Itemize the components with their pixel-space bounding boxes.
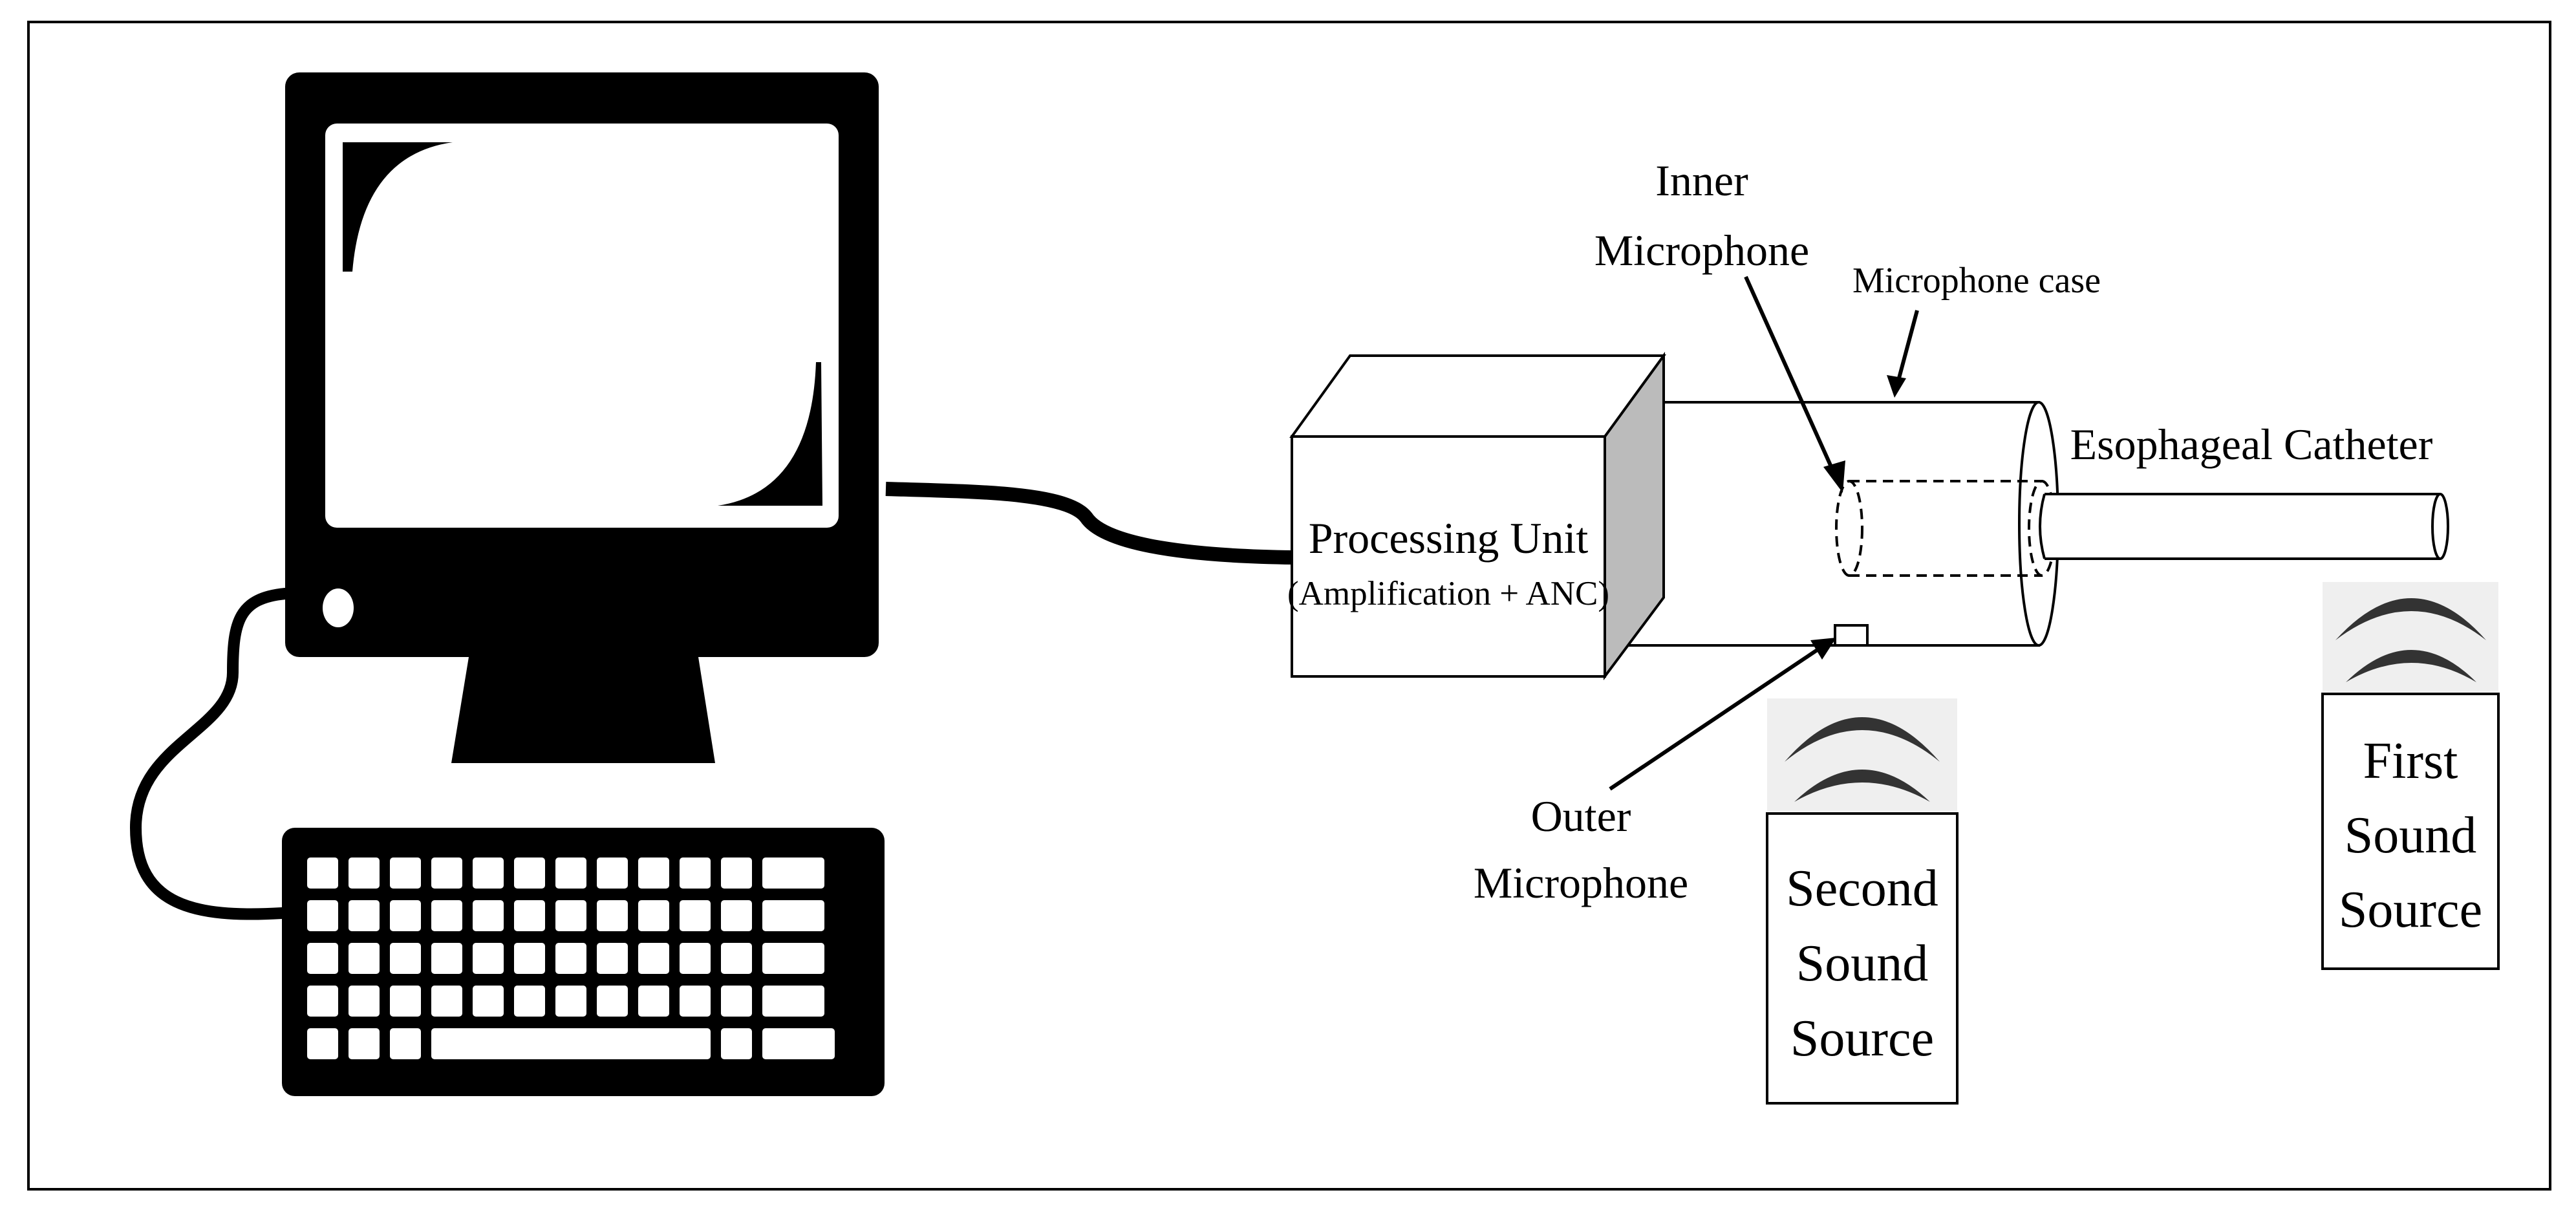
outer-microphone bbox=[1834, 624, 1869, 647]
processing-unit-box bbox=[1289, 351, 1666, 681]
keyboard-icon bbox=[282, 828, 885, 1096]
keyboard-key bbox=[721, 943, 752, 974]
keyboard-key bbox=[762, 858, 824, 889]
keyboard-key bbox=[390, 1028, 421, 1059]
keyboard-key bbox=[473, 858, 504, 889]
keyboard-key bbox=[762, 900, 824, 931]
keyboard-key bbox=[721, 858, 752, 889]
esophageal-catheter bbox=[2039, 493, 2449, 560]
keyboard-key bbox=[349, 943, 380, 974]
keyboard-key bbox=[514, 943, 545, 974]
microphone-case bbox=[1605, 401, 2059, 647]
keyboard-key bbox=[597, 858, 628, 889]
microphone-case-label: Microphone case bbox=[1852, 261, 2101, 301]
keyboard-key bbox=[597, 943, 628, 974]
keyboard-key bbox=[431, 986, 462, 1017]
keyboard-key bbox=[555, 943, 586, 974]
second-source-label-2: Sound bbox=[1796, 935, 1929, 992]
inner-microphone-arrow bbox=[1744, 275, 1845, 493]
keyboard-key bbox=[762, 986, 824, 1017]
outer-microphone-arrow bbox=[1609, 638, 1836, 791]
keyboard-key bbox=[721, 986, 752, 1017]
keyboard-key bbox=[431, 900, 462, 931]
keyboard-key bbox=[390, 858, 421, 889]
keyboard-key bbox=[514, 858, 545, 889]
first-source-label-3: Source bbox=[2339, 881, 2482, 938]
keyboard-key bbox=[514, 986, 545, 1017]
microphone-case-arrow bbox=[1887, 310, 1919, 398]
keyboard-key bbox=[680, 900, 711, 931]
keyboard-key bbox=[349, 858, 380, 889]
computer-monitor-icon bbox=[285, 72, 879, 763]
second-source-wave-icon bbox=[1767, 698, 1957, 811]
keyboard-key bbox=[597, 900, 628, 931]
keyboard-key bbox=[721, 1028, 752, 1059]
monitor-cable bbox=[885, 482, 1294, 565]
outer-microphone-label-1: Outer bbox=[1531, 792, 1631, 841]
keyboard-key bbox=[307, 1028, 338, 1059]
keyboard-key bbox=[307, 858, 338, 889]
keyboard-key bbox=[349, 900, 380, 931]
keyboard-key bbox=[638, 986, 669, 1017]
keyboard-key bbox=[390, 900, 421, 931]
keyboard-key bbox=[555, 900, 586, 931]
keyboard-key bbox=[307, 900, 338, 931]
keyboard-key bbox=[721, 900, 752, 931]
keyboard-key bbox=[431, 943, 462, 974]
outer-microphone-label-2: Microphone bbox=[1474, 858, 1688, 907]
keyboard-key bbox=[762, 943, 824, 974]
keyboard-cable bbox=[129, 588, 291, 920]
keyboard-key bbox=[307, 986, 338, 1017]
keyboard-key bbox=[597, 986, 628, 1017]
keyboard-key bbox=[390, 943, 421, 974]
keyboard-key bbox=[307, 943, 338, 974]
keyboard-key bbox=[638, 858, 669, 889]
keyboard-key bbox=[473, 943, 504, 974]
second-sound-source-box bbox=[1766, 812, 1959, 1105]
esophageal-catheter-label: Esophageal Catheter bbox=[2070, 420, 2433, 469]
second-source-label-1: Second bbox=[1786, 860, 1938, 917]
keyboard-key bbox=[680, 986, 711, 1017]
second-source-label-3: Source bbox=[1790, 1010, 1934, 1067]
first-sound-source-box bbox=[2321, 693, 2500, 970]
figure-frame bbox=[27, 21, 2551, 1191]
keyboard-key bbox=[680, 858, 711, 889]
keyboard-key bbox=[431, 858, 462, 889]
processing-unit-label: Processing Unit bbox=[1309, 513, 1589, 563]
keyboard-key bbox=[473, 900, 504, 931]
keyboard-key bbox=[680, 1028, 711, 1059]
inner-microphone-label-1: Inner bbox=[1655, 156, 1748, 205]
keyboard-key bbox=[349, 1028, 380, 1059]
keyboard-key bbox=[638, 943, 669, 974]
first-source-label-1: First bbox=[2363, 733, 2458, 790]
processing-unit-detail: (Amplification + ANC) bbox=[1287, 575, 1609, 612]
keyboard-key bbox=[473, 986, 504, 1017]
keyboard-key bbox=[638, 900, 669, 931]
first-source-wave-icon bbox=[2323, 582, 2498, 692]
keyboard-key bbox=[349, 986, 380, 1017]
first-source-label-2: Sound bbox=[2345, 807, 2477, 864]
keyboard-key bbox=[390, 986, 421, 1017]
keyboard-key bbox=[514, 900, 545, 931]
keyboard-spacebar bbox=[431, 1028, 689, 1059]
inner-microphone-label-2: Microphone bbox=[1594, 226, 1809, 275]
keyboard-key bbox=[762, 1028, 835, 1059]
keyboard-key bbox=[555, 986, 586, 1017]
keyboard-key bbox=[680, 943, 711, 974]
keyboard-key bbox=[555, 858, 586, 889]
